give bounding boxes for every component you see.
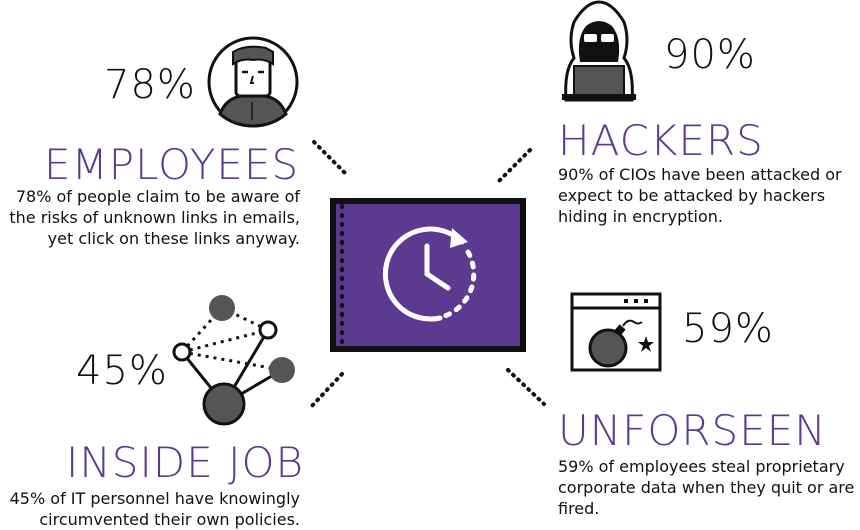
hackers-percent: 90% [664,32,756,78]
network-nodes-icon [172,295,295,426]
unforseen-description: 59% of employees steal proprietary corpo… [558,457,855,518]
connector-employees [312,140,350,178]
center-window [330,198,526,352]
hackers-title: HACKERS [558,116,764,165]
connector-hackers [494,148,532,186]
employees-percent: 78% [104,62,196,108]
hackers-description: 90% of CIOs have been attacked or expect… [558,165,842,226]
hooded-hacker-icon [562,0,636,102]
clock-refresh-icon [330,198,526,352]
inside-job-description: 45% of IT personnel have knowingly circu… [9,489,300,529]
unforseen-percent: 59% [682,306,774,352]
inside-job-percent: 45% [76,348,168,394]
bomb-window-icon [570,292,662,372]
employees-title: EMPLOYEES [44,140,300,189]
employees-description: 78% of people claim to be aware of the r… [9,187,300,248]
inside-job-title: INSIDE JOB [66,438,305,487]
connector-inside-job [308,372,344,410]
unforseen-title: UNFORSEEN [558,406,827,455]
employee-face-icon [207,36,299,128]
connector-unforseen [506,368,546,406]
